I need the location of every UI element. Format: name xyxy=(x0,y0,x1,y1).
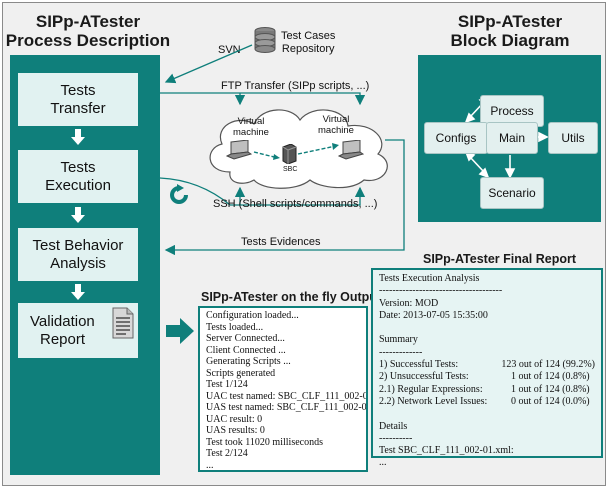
vm-label-line: machine xyxy=(233,127,269,138)
report-row-value: 1 out of 124 (0.8%) xyxy=(511,371,590,383)
title-line-1: SIPp-ATester xyxy=(35,12,141,31)
fly-output-line: Server Connected... xyxy=(206,333,285,344)
fly-output-line: ... xyxy=(206,459,214,471)
step-text: Execution xyxy=(45,176,111,194)
step-text: Validation xyxy=(30,312,95,330)
fly-output-title: SIPp-ATester on the fly Output xyxy=(201,290,382,304)
report-ellipsis: ... xyxy=(379,457,387,469)
ftp-label: FTP Transfer (SIPp scripts, ...) xyxy=(221,80,370,92)
final-report-title: SIPp-ATester Final Report xyxy=(423,252,577,266)
report-summary: Summary xyxy=(379,334,418,346)
database-icon xyxy=(254,27,276,53)
step-text: Analysis xyxy=(50,254,106,272)
refresh-icon xyxy=(170,184,188,204)
final-report-box: Tests Execution Analysis ---------------… xyxy=(371,268,603,468)
fly-output-line: UAS results: 0 xyxy=(206,425,265,436)
vm-label-line: Virtual xyxy=(322,114,350,125)
report-heading: Tests Execution Analysis xyxy=(379,273,480,284)
step-text: Tests xyxy=(60,158,96,176)
step-text: Transfer xyxy=(50,99,106,117)
report-row: 2.2) Network Level Issues: 0 out of 124 (… xyxy=(379,396,595,408)
fly-output-line: Test 2/124 xyxy=(206,448,248,459)
fly-output-line: Test took 11020 milliseconds xyxy=(206,436,323,448)
report-row-value: 1 out of 124 (0.8%) xyxy=(511,383,590,395)
step-text: Test Behavior xyxy=(32,236,124,254)
report-row-key: 2) Unsuccessful Tests: xyxy=(379,371,469,383)
report-spacer xyxy=(379,408,595,420)
report-spacer xyxy=(379,322,595,334)
step-text: Tests xyxy=(60,81,96,99)
report-row: 2.1) Regular Expressions: 1 out of 124 (0… xyxy=(379,384,595,396)
vm-label-line: machine xyxy=(318,125,354,136)
fly-output-line: UAC result: 0 xyxy=(206,413,263,425)
fly-output-line: Test 1/124 xyxy=(206,379,248,390)
fly-output-lines: Configuration loaded...Tests loaded...Se… xyxy=(206,310,368,471)
report-separator: ------------------------------------- xyxy=(379,285,503,297)
laptop-icon xyxy=(338,140,364,160)
repository-label-line: Repository xyxy=(281,43,335,55)
report-date: Date: 2013-07-05 15:35:00 xyxy=(379,309,488,321)
report-row-value: 123 out of 124 (99.2%) xyxy=(501,359,595,371)
process-module: Process xyxy=(480,95,544,127)
evidences-label: Tests Evidences xyxy=(241,236,321,248)
step-tests-execution: Tests Execution xyxy=(18,150,138,203)
right-arrow-icon xyxy=(166,318,194,344)
report-separator: ------------- xyxy=(379,346,423,358)
down-arrow-icon xyxy=(71,207,85,223)
vm-right-label: Virtual machine xyxy=(318,114,354,136)
report-separator: ---------- xyxy=(379,432,413,444)
utils-module: Utils xyxy=(548,122,598,154)
vm-label-line: Virtual xyxy=(237,116,265,127)
fly-output-line: Scripts generated xyxy=(206,367,276,379)
report-row-key: 1) Successful Tests: xyxy=(379,359,459,371)
title-line-2: Block Diagram xyxy=(450,31,570,50)
report-row: 1) Successful Tests: 123 out of 124 (99.2… xyxy=(379,359,595,371)
down-arrow-icon xyxy=(71,129,85,145)
sbc-label: SBC xyxy=(283,166,298,173)
step-tests-transfer: Tests Transfer xyxy=(18,73,138,126)
report-details: Details xyxy=(379,420,408,432)
title-line-1: SIPp-ATester xyxy=(457,12,563,31)
fly-output-line: Tests loaded... xyxy=(206,321,264,333)
step-text: Report xyxy=(40,330,86,348)
repository-label: Test Cases Repository xyxy=(281,30,335,56)
laptop-icon xyxy=(226,140,252,160)
fly-output-line: UAC test named: SBC_CLF_111_002-01.xml xyxy=(206,390,368,402)
block-diagram-title: SIPp-ATester Block Diagram xyxy=(420,12,600,50)
ssh-label: SSH (Shell scripts/commands, ...) xyxy=(213,198,378,210)
cloud-shape xyxy=(209,109,388,189)
main-module: Main xyxy=(486,122,538,154)
cloud-arrows xyxy=(253,143,339,160)
fly-output-line: Client Connected ... xyxy=(206,344,286,356)
report-row-key: 2.1) Regular Expressions: xyxy=(379,383,483,395)
report-version: Version: MOD xyxy=(379,297,439,309)
fly-output-line: UAS test named: SBC_CLF_111_002-01.xml xyxy=(206,402,367,413)
fly-output-box: Configuration loaded...Tests loaded...Se… xyxy=(198,306,368,472)
report-row-key: 2.2) Network Level Issues: xyxy=(379,395,488,407)
title-line-2: Process Description xyxy=(5,31,171,50)
sbc-server-icon xyxy=(282,144,297,164)
report-row: 2) Unsuccessful Tests: 1 out of 124 (0.8… xyxy=(379,371,595,383)
step-test-behavior-analysis: Test Behavior Analysis xyxy=(18,228,138,281)
vm-left-label: Virtual machine xyxy=(233,116,269,138)
process-description-title: SIPp-ATester Process Description xyxy=(4,12,172,50)
down-arrow-icon xyxy=(71,284,85,300)
fly-output-line: Configuration loaded... xyxy=(206,310,299,321)
repository-label-line: Test Cases xyxy=(281,30,336,42)
document-icon xyxy=(112,307,134,339)
report-test: Test SBC_CLF_111_002-01.xml: xyxy=(379,445,514,457)
fly-output-line: Generating Scripts ... xyxy=(206,356,291,367)
report-row-value: 0 out of 124 (0.0%) xyxy=(511,395,590,407)
configs-module: Configs xyxy=(424,122,488,154)
scenario-module: Scenario xyxy=(480,177,544,209)
